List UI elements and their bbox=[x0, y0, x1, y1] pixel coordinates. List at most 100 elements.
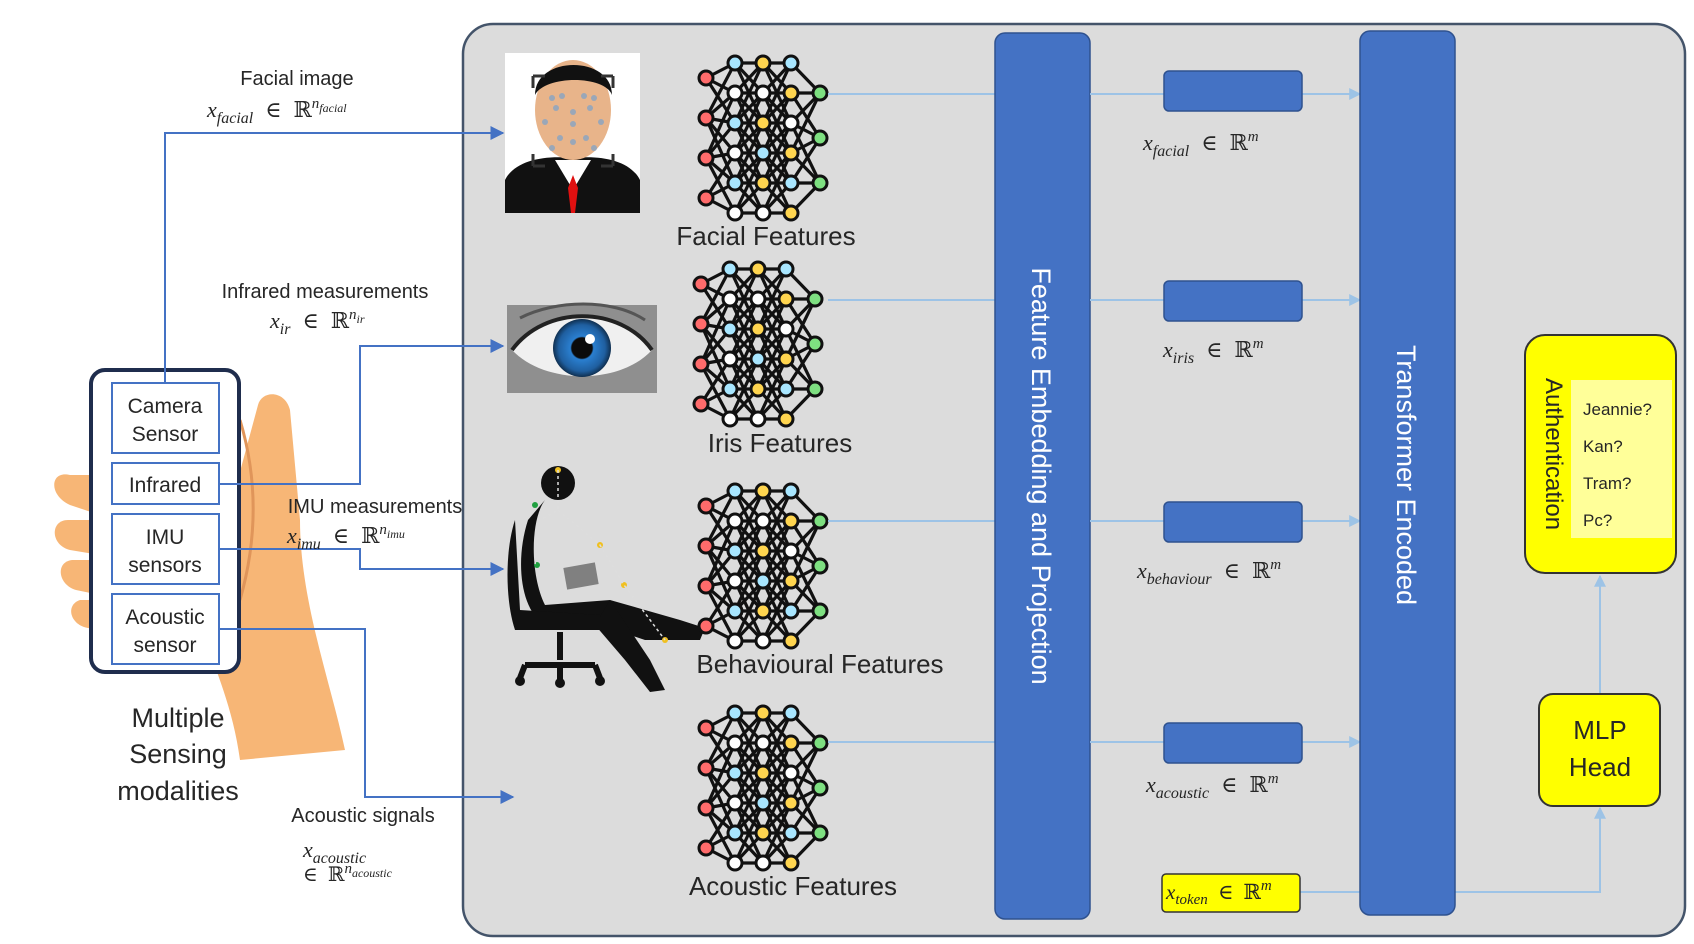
arrow-infrared bbox=[219, 339, 505, 485]
nn-edge bbox=[789, 122, 822, 184]
nn-node bbox=[749, 320, 767, 338]
nn-node bbox=[697, 69, 715, 87]
sensor-label: Sensor bbox=[132, 423, 199, 446]
arrow-imu bbox=[219, 548, 505, 576]
nn-edge bbox=[704, 727, 737, 774]
nn-edge bbox=[789, 520, 822, 582]
input-label-infrared: Infrared measurements xir∈ℝnir bbox=[222, 281, 429, 338]
feature-label-iris: Iris Features bbox=[708, 428, 853, 458]
nn-edge bbox=[699, 363, 732, 420]
nn-node bbox=[754, 734, 772, 752]
nn-edge bbox=[761, 490, 793, 552]
nn-node bbox=[726, 704, 744, 722]
nn-edge bbox=[733, 92, 765, 154]
nn-node bbox=[754, 144, 772, 162]
nn-edge bbox=[789, 550, 822, 612]
embedding-label-acoustic: xacoustic∈ℝm bbox=[1145, 771, 1279, 802]
embedding-label-iris: xiris∈ℝm bbox=[1162, 336, 1264, 367]
nn-edge bbox=[704, 77, 737, 124]
nn-node bbox=[721, 290, 739, 308]
input-title: Infrared measurements bbox=[222, 281, 429, 303]
nn-node bbox=[782, 734, 800, 752]
nn-node bbox=[754, 482, 772, 500]
nn-node bbox=[721, 380, 739, 398]
embedding-vector-behaviour bbox=[1163, 501, 1303, 543]
sensor-imu: IMU sensors bbox=[111, 513, 220, 585]
nn-node bbox=[754, 794, 772, 812]
input-label-acoustic: Acoustic signals xacoustic ∈ℝnacoustic bbox=[291, 805, 434, 886]
input-variable: xacoustic bbox=[302, 837, 366, 867]
nn-node bbox=[697, 759, 715, 777]
nn-node bbox=[777, 320, 795, 338]
candidate-list bbox=[1571, 380, 1672, 538]
arrow-camera bbox=[164, 126, 505, 383]
embedding-vector-acoustic bbox=[1163, 722, 1303, 764]
nn-node bbox=[782, 512, 800, 530]
nn-edge bbox=[728, 328, 760, 390]
nn-node bbox=[692, 315, 710, 333]
face-scan-icon bbox=[505, 53, 640, 213]
nn-node bbox=[754, 602, 772, 620]
nn-edge bbox=[761, 92, 793, 154]
nn-edge bbox=[756, 358, 788, 420]
nn-edge bbox=[789, 92, 822, 154]
nn-edge bbox=[761, 152, 793, 214]
nn-edge bbox=[704, 742, 737, 809]
input-variable: ximu∈ℝnimu bbox=[286, 522, 405, 553]
nn-edge bbox=[761, 772, 793, 834]
nn-node bbox=[721, 320, 739, 338]
nn-node bbox=[726, 174, 744, 192]
sensor-label: sensor bbox=[133, 634, 196, 657]
nn-node bbox=[782, 704, 800, 722]
nn-node bbox=[749, 410, 767, 428]
arrow-acoustic bbox=[219, 628, 515, 804]
nn-edge bbox=[704, 62, 737, 119]
nn-edge bbox=[761, 802, 793, 864]
nn-node bbox=[754, 114, 772, 132]
nn-edge bbox=[733, 550, 765, 612]
nn-node bbox=[754, 854, 772, 872]
nn-node bbox=[777, 380, 795, 398]
embedding-label-behaviour: xbehaviour∈ℝm bbox=[1136, 557, 1281, 588]
nn-node bbox=[726, 734, 744, 752]
nn-edge bbox=[761, 712, 793, 774]
sensor-label: sensors bbox=[128, 554, 202, 577]
nn-node bbox=[726, 54, 744, 72]
nn-edge bbox=[704, 157, 737, 214]
nn-node bbox=[697, 839, 715, 857]
nn-node bbox=[726, 572, 744, 590]
nn-node bbox=[697, 189, 715, 207]
nn-node bbox=[749, 380, 767, 398]
seated-person-icon bbox=[507, 466, 705, 692]
nn-edge bbox=[761, 742, 793, 804]
nn-node bbox=[697, 497, 715, 515]
nn-node bbox=[726, 114, 744, 132]
sensor-camera: Camera Sensor bbox=[111, 382, 220, 454]
nn-node bbox=[726, 824, 744, 842]
nn-node bbox=[811, 602, 829, 620]
nn-node bbox=[777, 410, 795, 428]
nn-node bbox=[811, 779, 829, 797]
nn-edge bbox=[784, 343, 817, 390]
nn-edge bbox=[704, 545, 737, 612]
nn-node bbox=[726, 144, 744, 162]
nn-edge bbox=[789, 742, 822, 804]
nn-node bbox=[754, 84, 772, 102]
nn-node bbox=[782, 854, 800, 872]
nn-node bbox=[726, 512, 744, 530]
mlp-head-label: MLP bbox=[1573, 715, 1626, 745]
embedding-block-label: Feature Embedding and Projection bbox=[1026, 267, 1056, 684]
phone-caption: Multiple bbox=[131, 703, 224, 733]
nn-node bbox=[782, 632, 800, 650]
nn-edge bbox=[704, 92, 737, 159]
nn-node bbox=[697, 719, 715, 737]
nn-edge bbox=[733, 152, 765, 214]
nn-node bbox=[782, 174, 800, 192]
nn-node bbox=[754, 204, 772, 222]
nn-node bbox=[782, 114, 800, 132]
nn-edge bbox=[733, 122, 765, 184]
nn-edge bbox=[789, 520, 822, 567]
nn-node bbox=[697, 109, 715, 127]
neural-net-iris-icon bbox=[692, 260, 824, 428]
nn-edge bbox=[704, 505, 737, 552]
